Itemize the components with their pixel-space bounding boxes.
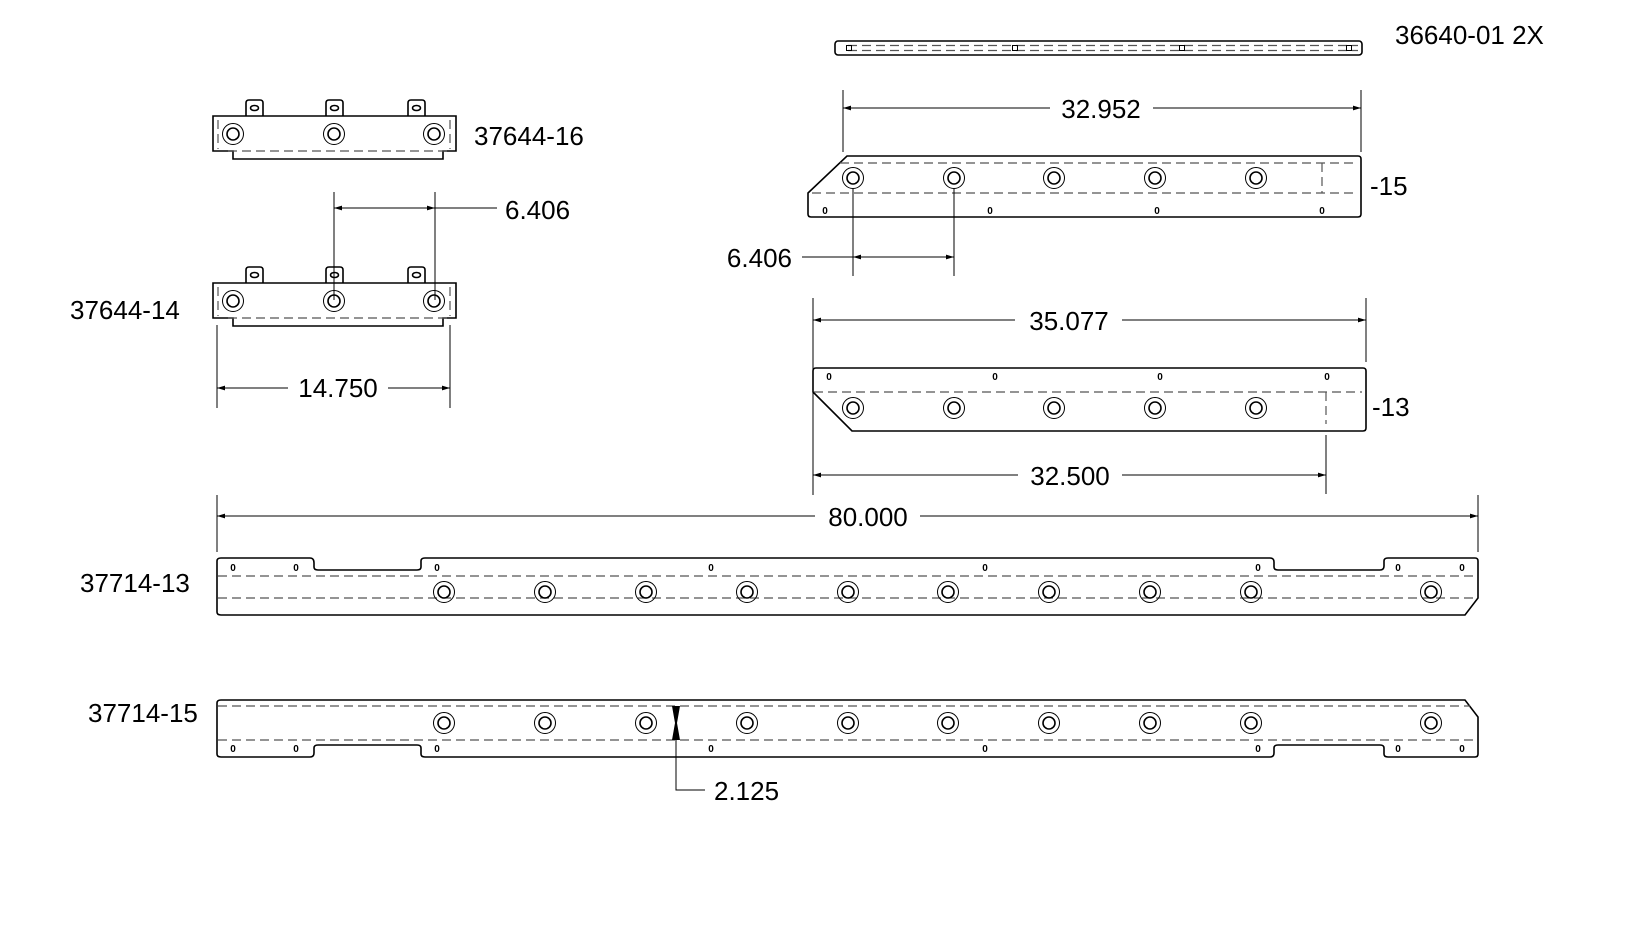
- part-label-37714-13: 37714-13: [80, 568, 190, 598]
- long-bar-37714-15: 0 0 0 0 0 0 0 0: [216, 699, 1479, 758]
- mounting-hole: [534, 581, 556, 603]
- mounting-hole: [937, 581, 959, 603]
- dimension-text: 35.077: [1029, 306, 1109, 336]
- mounting-hole: [1245, 167, 1267, 189]
- dimension-text: 80.000: [828, 502, 908, 532]
- mounting-hole: [842, 167, 864, 189]
- dimension-rail13-inner: [813, 435, 1327, 494]
- mounting-hole: [842, 397, 864, 419]
- part-label-rail-15: -15: [1370, 171, 1408, 201]
- slot-mark: 0: [1395, 744, 1401, 755]
- dimension-bracket-width: [216, 325, 451, 408]
- slot-mark: 0: [293, 744, 299, 755]
- rail-13: 0 0 0 0: [812, 367, 1367, 432]
- slot-mark: 0: [826, 372, 832, 383]
- mounting-hole: [1043, 167, 1065, 189]
- mounting-tab: [325, 99, 344, 116]
- dimension-text: 14.750: [298, 373, 378, 403]
- mounting-hole: [433, 581, 455, 603]
- dimension-text: 32.500: [1030, 461, 1110, 491]
- mounting-hole: [1038, 712, 1060, 734]
- square-hole: [1012, 45, 1018, 51]
- rail-15: 0 0 0 0: [807, 155, 1362, 218]
- mounting-hole: [1139, 712, 1161, 734]
- dimension-rail13-length: [812, 298, 1367, 495]
- slot-mark: 0: [1255, 563, 1261, 574]
- slot-mark: 0: [230, 744, 236, 755]
- mounting-hole: [1240, 581, 1262, 603]
- mounting-hole: [943, 397, 965, 419]
- slot-mark: 0: [1319, 206, 1325, 217]
- slot-mark: 0: [434, 563, 440, 574]
- square-hole: [1179, 45, 1185, 51]
- slot-mark: 0: [1255, 744, 1261, 755]
- slot-mark: 0: [987, 206, 993, 217]
- slot-mark: 0: [982, 744, 988, 755]
- long-bar-37714-13: 0 0 0 0 0 0 0 0: [216, 557, 1479, 616]
- slot-mark: 0: [1154, 206, 1160, 217]
- dimension-bracket-pitch: [333, 192, 497, 300]
- slot-mark: 0: [982, 563, 988, 574]
- part-label-37714-15: 37714-15: [88, 698, 198, 728]
- mounting-hole: [1245, 397, 1267, 419]
- mounting-hole: [635, 581, 657, 603]
- mounting-hole: [1420, 712, 1442, 734]
- slot-mark: 0: [1459, 563, 1465, 574]
- dimension-hole-row: [672, 706, 705, 791]
- dimension-text: 32.952: [1061, 94, 1141, 124]
- mounting-hole: [837, 581, 859, 603]
- part-label-36640-01: 36640-01 2X: [1395, 20, 1544, 50]
- mounting-tab: [245, 99, 264, 116]
- mounting-hole: [323, 123, 345, 145]
- slot-mark: 0: [1459, 744, 1465, 755]
- slot-mark: 0: [708, 744, 714, 755]
- slot-mark: 0: [293, 563, 299, 574]
- mounting-hole: [1038, 581, 1060, 603]
- mounting-hole: [1144, 397, 1166, 419]
- slot-mark: 0: [992, 372, 998, 383]
- dimension-rail15-length: [842, 90, 1362, 152]
- mounting-hole: [837, 712, 859, 734]
- square-hole: [1346, 45, 1352, 51]
- square-hole: [846, 45, 852, 51]
- bracket-37644-16: [212, 99, 457, 160]
- slot-mark: 0: [1157, 372, 1163, 383]
- mounting-tab: [407, 99, 426, 116]
- part-label-37644-16: 37644-16: [474, 121, 584, 151]
- mounting-hole: [736, 581, 758, 603]
- dimension-text: 6.406: [727, 243, 792, 273]
- slot-mark: 0: [708, 563, 714, 574]
- mounting-hole: [1043, 397, 1065, 419]
- strip-36640-01: [834, 40, 1363, 56]
- mounting-hole: [1240, 712, 1262, 734]
- mounting-hole: [1420, 581, 1442, 603]
- mounting-hole: [433, 712, 455, 734]
- mounting-hole: [943, 167, 965, 189]
- mounting-hole: [222, 123, 244, 145]
- mounting-hole: [423, 123, 445, 145]
- mounting-hole: [736, 712, 758, 734]
- dimension-overall: [216, 495, 1479, 552]
- slot-mark: 0: [822, 206, 828, 217]
- dimension-text: 6.406: [505, 195, 570, 225]
- mounting-hole: [1144, 167, 1166, 189]
- slot-mark: 0: [1324, 372, 1330, 383]
- slot-mark: 0: [230, 563, 236, 574]
- mounting-hole: [1139, 581, 1161, 603]
- dimension-text: 2.125: [714, 776, 779, 806]
- mounting-hole: [222, 290, 244, 312]
- slot-mark: 0: [1395, 563, 1401, 574]
- mounting-hole: [635, 712, 657, 734]
- mounting-hole: [534, 712, 556, 734]
- slot-mark: 0: [434, 744, 440, 755]
- mounting-hole: [423, 290, 445, 312]
- part-label-37644-14: 37644-14: [70, 295, 180, 325]
- mounting-tab: [245, 266, 264, 283]
- mounting-hole: [937, 712, 959, 734]
- part-label-rail-13: -13: [1372, 392, 1410, 422]
- dimension-rail15-pitch: [802, 188, 955, 276]
- mounting-tab: [407, 266, 426, 283]
